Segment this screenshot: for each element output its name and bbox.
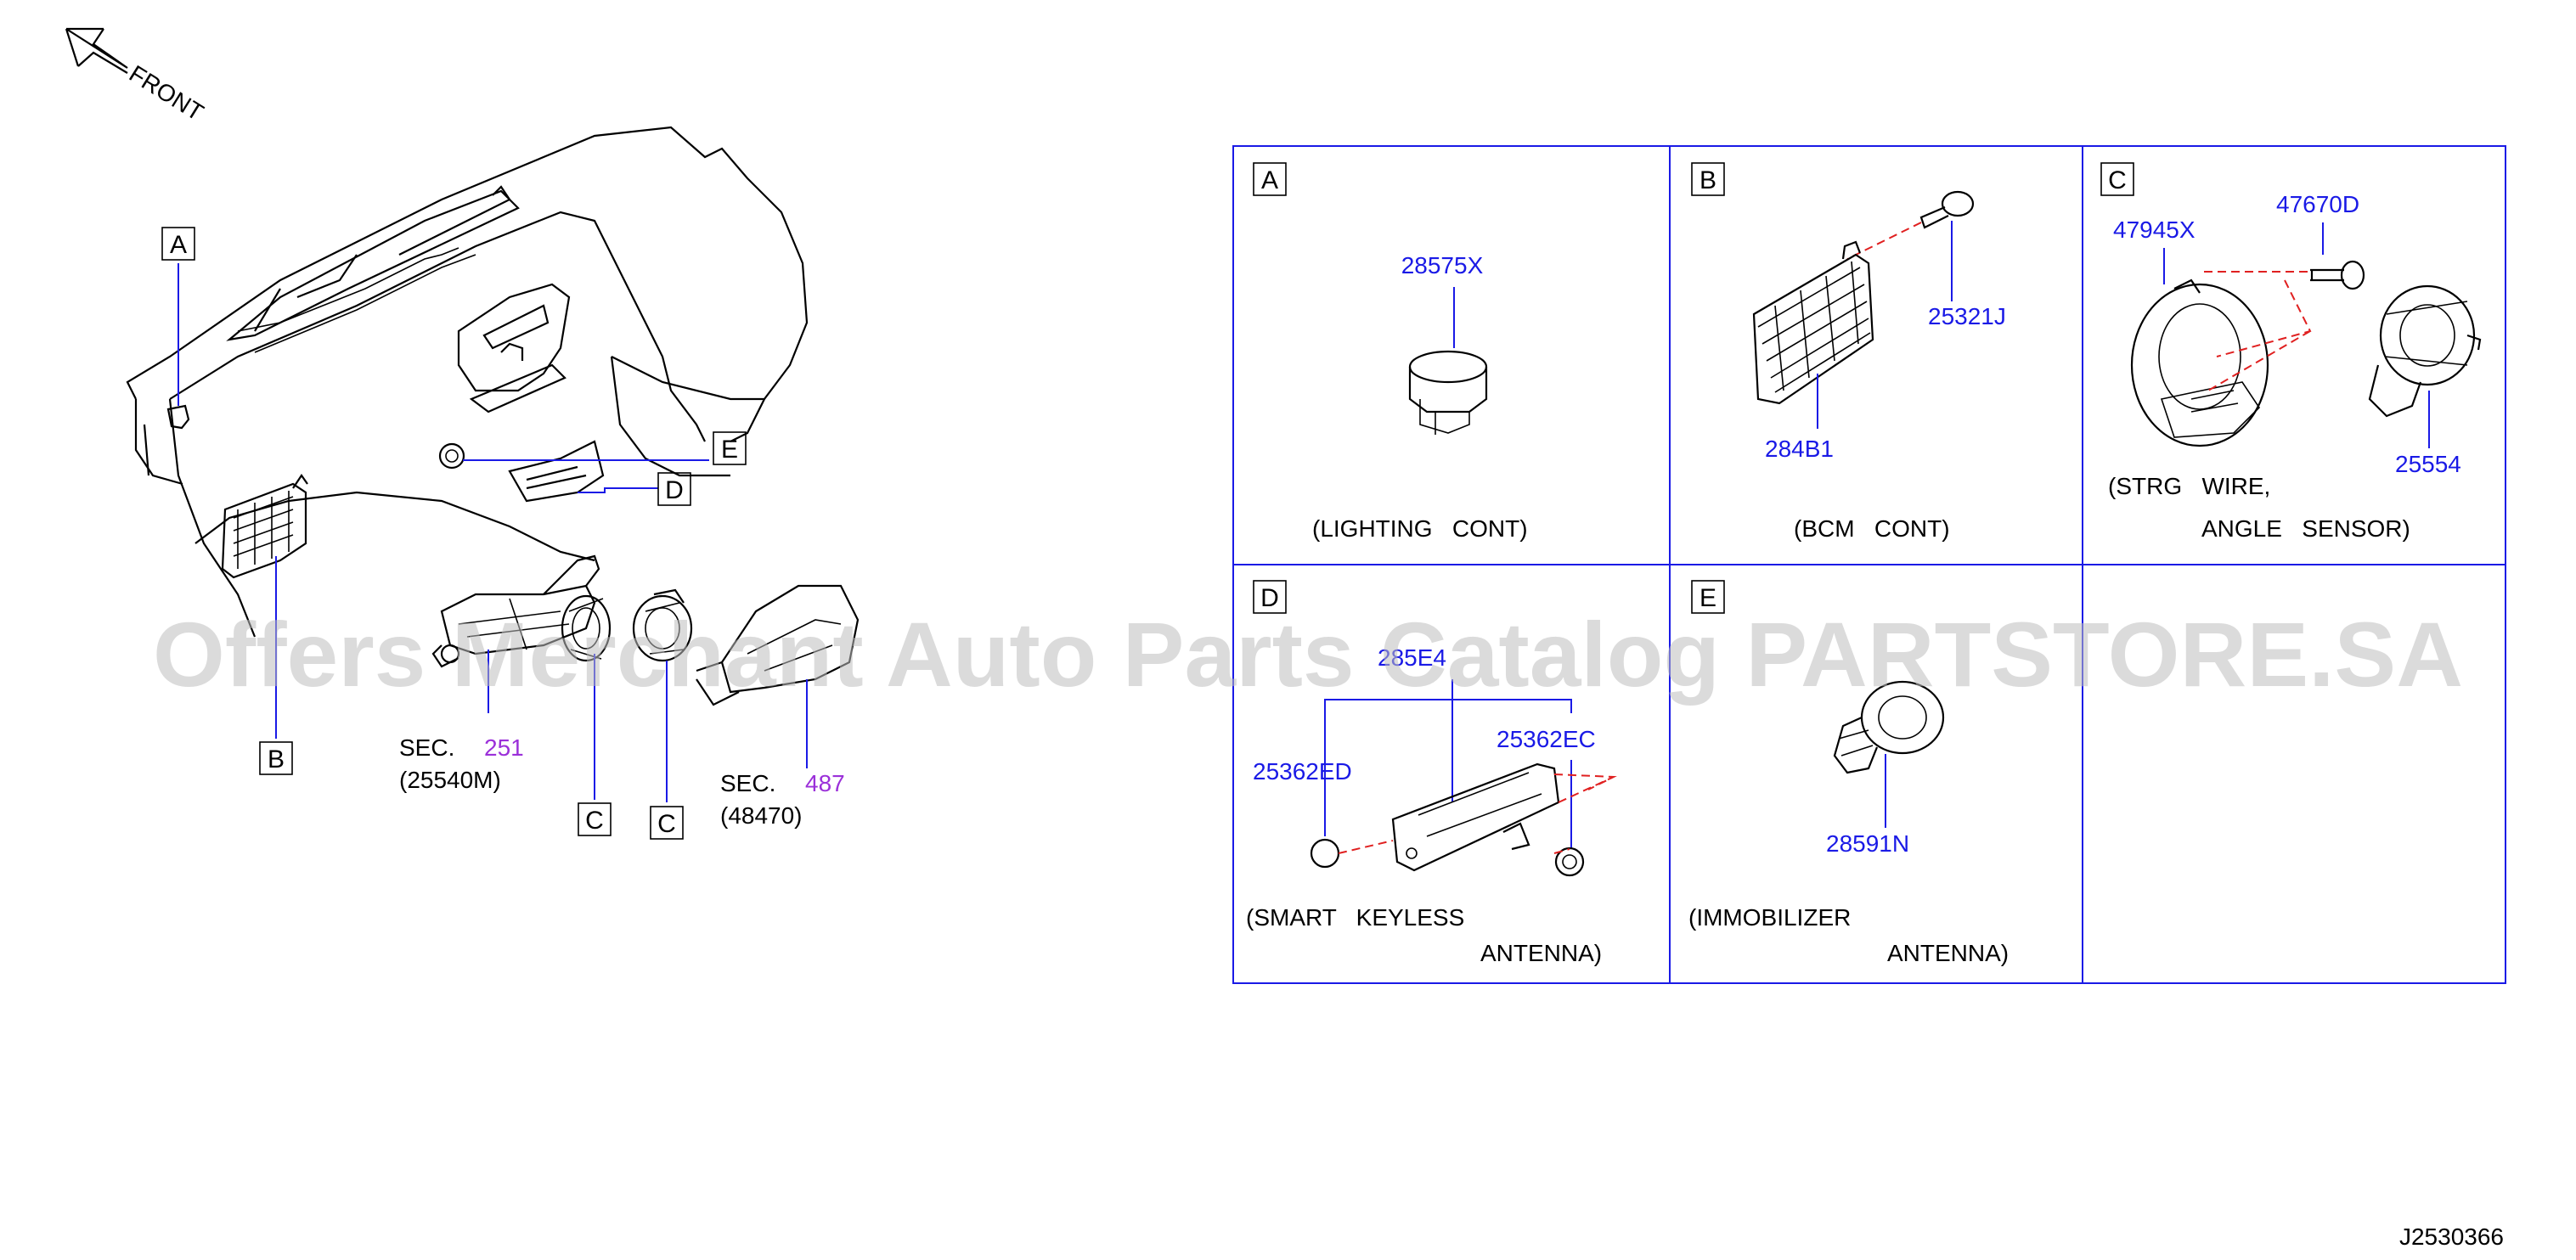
part-284b1[interactable]: 284B1 [1765, 436, 1834, 462]
sec-251-part: (25540M) [399, 767, 501, 793]
detail-grid [1232, 145, 2506, 984]
svg-text:A: A [170, 231, 187, 259]
svg-text:B: B [1699, 166, 1716, 194]
svg-text:C: C [2108, 166, 2127, 194]
svg-text:C: C [657, 810, 676, 838]
panel-e: E 28591N (IMMOBILIZER ANTENNA) [1688, 580, 2009, 966]
svg-text:D: D [1260, 584, 1279, 612]
part-25362ed[interactable]: 25362ED [1253, 758, 1352, 785]
diagram-id: J2530366 [2399, 1223, 2504, 1250]
panel-c: C 47945X 47670D 25554 (STRG WIRE, ANGLE [2100, 162, 2482, 542]
caption-strg-wire: (STRG WIRE, [2108, 473, 2270, 499]
sec-251-label: SEC. [399, 734, 454, 761]
panel-d: D 285E4 25362ED 25362EC (SMART KEYLESS A… [1246, 580, 1617, 966]
steering-angle-sensor-icon [2130, 278, 2269, 447]
caption-immobilizer: (IMMOBILIZER [1688, 904, 1851, 931]
svg-text:E: E [721, 436, 738, 464]
smart-keyless-antenna-icon [1391, 762, 1560, 872]
callout-a: A [161, 227, 195, 261]
part-47945x[interactable]: 47945X [2113, 217, 2196, 243]
part-25362ec[interactable]: 25362EC [1497, 726, 1596, 752]
svg-text:E: E [1699, 584, 1716, 612]
svg-text:B: B [268, 745, 285, 773]
callout-d: D [657, 472, 691, 506]
callout-c-left: C [578, 802, 612, 836]
caption-bcm-cont: (BCM CONT) [1794, 515, 1950, 542]
part-47670d[interactable]: 47670D [2276, 191, 2359, 217]
immobilizer-antenna-icon [1833, 680, 1945, 774]
svg-text:A: A [1261, 166, 1278, 194]
bcm-module-icon [1752, 240, 1874, 405]
caption-d-antenna: ANTENNA) [1480, 940, 1602, 966]
panel-a: A 28575X (LIGHTING CONT) [1253, 162, 1528, 542]
callout-c-right: C [650, 806, 684, 840]
svg-text:C: C [585, 807, 604, 835]
part-25321j[interactable]: 25321J [1928, 303, 2006, 329]
caption-angle-sensor: ANGLE SENSOR) [2201, 515, 2410, 542]
front-arrow-icon [65, 27, 128, 74]
caption-lighting-cont: (LIGHTING CONT) [1312, 515, 1528, 542]
callout-b: B [259, 741, 293, 775]
grommet-left-icon [1310, 838, 1340, 869]
sec-487-part: (48470) [720, 802, 803, 829]
panel-b: B 25321J 284B1 (BCM CONT) [1691, 162, 2006, 542]
screw-icon [2310, 260, 2365, 290]
part-285e4[interactable]: 285E4 [1378, 644, 1446, 671]
caption-e-antenna: ANTENNA) [1887, 940, 2009, 966]
svg-text:D: D [665, 476, 684, 504]
sec-487-link[interactable]: 487 [805, 770, 845, 796]
dashboard-illustration [126, 126, 860, 706]
front-label: FRONT [125, 60, 208, 126]
caption-smart-keyless: (SMART KEYLESS [1246, 904, 1464, 931]
grommet-right-icon [1554, 847, 1585, 877]
part-28575x[interactable]: 28575X [1401, 252, 1484, 278]
sec-251-link[interactable]: 251 [484, 734, 524, 761]
callout-e: E [713, 431, 747, 465]
watermark: Offers Merchant Auto Parts Catalog PARTS… [153, 603, 2463, 706]
bolt-icon [1919, 190, 1975, 229]
part-25554[interactable]: 25554 [2395, 451, 2461, 477]
lighting-switch-icon [1408, 350, 1488, 435]
sec-487-label: SEC. [720, 770, 775, 796]
part-28591n[interactable]: 28591N [1826, 830, 1909, 857]
clock-spring-icon [2368, 284, 2482, 418]
